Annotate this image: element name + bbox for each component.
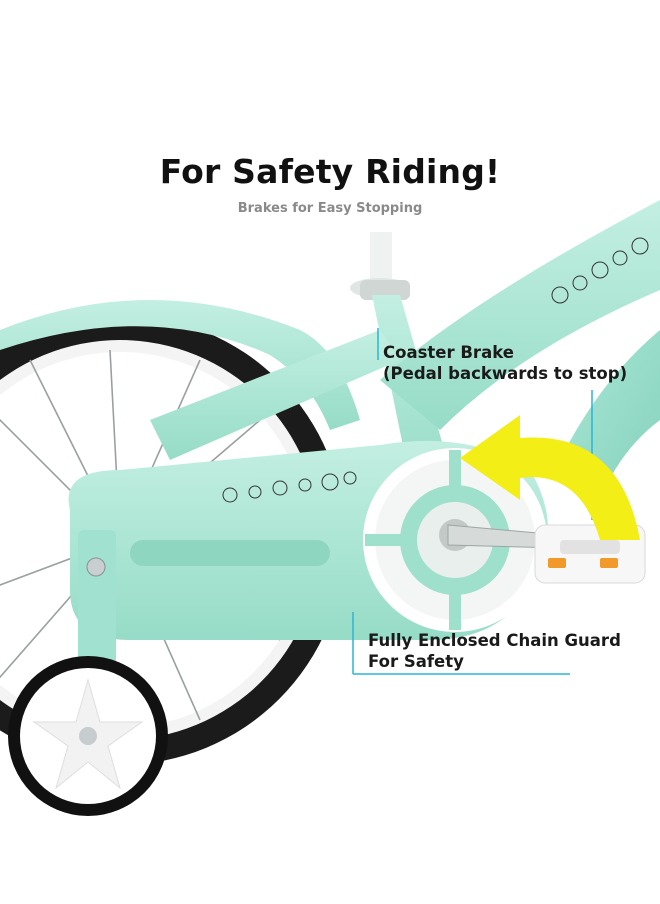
- chain-guard-title: Fully Enclosed Chain Guard: [368, 631, 621, 650]
- coaster-brake-note: (Pedal backwards to stop): [383, 364, 628, 383]
- floral-decal: [222, 237, 649, 503]
- rear-fender: [0, 300, 360, 430]
- curved-arrow-icon: [460, 415, 640, 540]
- chain-guard-label: Fully Enclosed Chain Guard For Safety: [368, 630, 621, 672]
- seat-post: [350, 232, 410, 300]
- coaster-brake-label: Coaster Brake (Pedal backwards to stop): [383, 342, 627, 384]
- chain-guard-note: For Safety: [368, 652, 464, 671]
- page-subtitle: Brakes for Easy Stopping: [237, 201, 423, 216]
- page-title: For Safety Riding!: [159, 152, 501, 191]
- training-wheel: [8, 656, 168, 816]
- coaster-brake-title: Coaster Brake: [383, 343, 514, 362]
- chain-stay: [150, 330, 400, 460]
- chain-guard-callout-line: [352, 612, 570, 675]
- down-tube: [380, 200, 660, 430]
